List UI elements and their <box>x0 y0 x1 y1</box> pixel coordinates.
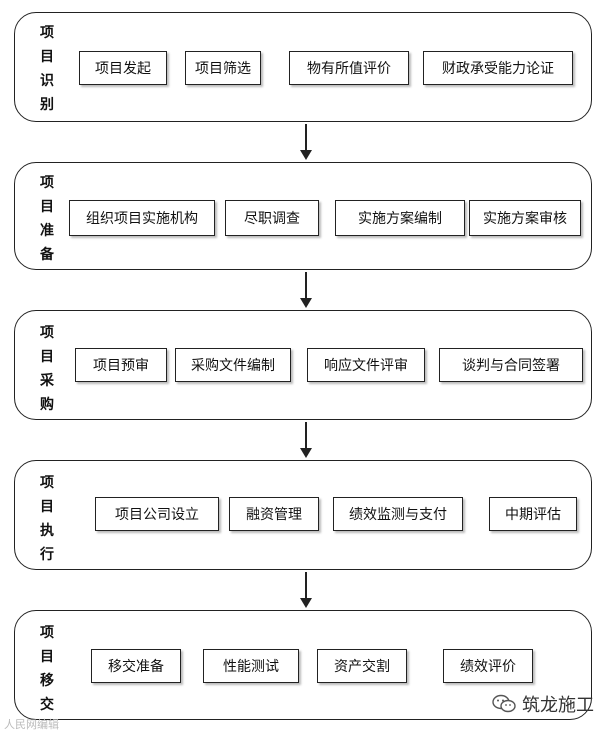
step-box: 项目筛选 <box>185 51 261 85</box>
stage-label-char: 项 <box>40 175 54 191</box>
stage-project-handover: 项 目 移 交 移交准备 性能测试 资产交割 绩效评价 <box>14 610 592 720</box>
step-box: 项目发起 <box>79 51 167 85</box>
step-box: 项目预审 <box>75 348 167 382</box>
step-box: 资产交割 <box>317 649 407 683</box>
step-box: 绩效评价 <box>443 649 533 683</box>
stage-label-char: 项 <box>40 325 54 341</box>
step-box: 绩效监测与支付 <box>333 497 463 531</box>
stage-label: 项 目 采 购 <box>37 321 57 417</box>
stage-label-char: 购 <box>40 397 54 413</box>
stage-project-identification: 项 目 识 别 项目发起 项目筛选 物有所值评价 财政承受能力论证 <box>14 12 592 122</box>
wechat-icon <box>492 694 516 714</box>
stage-project-procurement: 项 目 采 购 项目预审 采购文件编制 响应文件评审 谈判与合同签署 <box>14 310 592 420</box>
stage-label-char: 执 <box>40 523 54 539</box>
brand-watermark: 筑龙施工 <box>492 691 594 717</box>
stage-label-char: 准 <box>40 223 54 239</box>
stage-label-char: 交 <box>40 697 54 713</box>
stage-label-char: 备 <box>40 247 54 263</box>
flow-arrow <box>300 422 312 458</box>
stage-label-char: 目 <box>40 649 54 665</box>
flow-arrow <box>300 272 312 308</box>
stage-label: 项 目 识 别 <box>37 21 57 117</box>
stage-project-preparation: 项 目 准 备 组织项目实施机构 尽职调查 实施方案编制 实施方案审核 <box>14 162 592 270</box>
step-box: 组织项目实施机构 <box>69 200 215 236</box>
flow-arrow <box>300 124 312 160</box>
step-box: 财政承受能力论证 <box>423 51 573 85</box>
step-box: 谈判与合同签署 <box>439 348 583 382</box>
stage-project-execution: 项 目 执 行 项目公司设立 融资管理 绩效监测与支付 中期评估 <box>14 460 592 570</box>
stage-label-char: 目 <box>40 49 54 65</box>
stage-label-char: 项 <box>40 25 54 41</box>
step-box: 采购文件编制 <box>175 348 291 382</box>
stage-label-char: 目 <box>40 199 54 215</box>
step-box: 性能测试 <box>203 649 299 683</box>
step-box: 实施方案审核 <box>469 200 581 236</box>
step-box: 中期评估 <box>489 497 577 531</box>
stage-label-char: 采 <box>40 373 54 389</box>
step-box: 项目公司设立 <box>95 497 219 531</box>
step-box: 尽职调查 <box>225 200 319 236</box>
stage-label-char: 目 <box>40 349 54 365</box>
step-box: 物有所值评价 <box>289 51 409 85</box>
stage-label-char: 项 <box>40 475 54 491</box>
stage-label-char: 行 <box>40 547 54 563</box>
faint-watermark: 人民网编辑 <box>4 718 59 731</box>
step-box: 融资管理 <box>229 497 319 531</box>
step-box: 实施方案编制 <box>335 200 465 236</box>
flow-arrow <box>300 572 312 608</box>
stage-label-char: 目 <box>40 499 54 515</box>
stage-label-char: 别 <box>40 97 54 113</box>
stage-label-char: 识 <box>40 73 54 89</box>
stage-label: 项 目 移 交 <box>37 621 57 717</box>
stage-label: 项 目 执 行 <box>37 471 57 567</box>
brand-text: 筑龙施工 <box>522 695 594 716</box>
step-box: 响应文件评审 <box>307 348 425 382</box>
step-box: 移交准备 <box>91 649 181 683</box>
stage-label: 项 目 准 备 <box>37 171 57 267</box>
stage-label-char: 项 <box>40 625 54 641</box>
stage-label-char: 移 <box>40 673 54 689</box>
